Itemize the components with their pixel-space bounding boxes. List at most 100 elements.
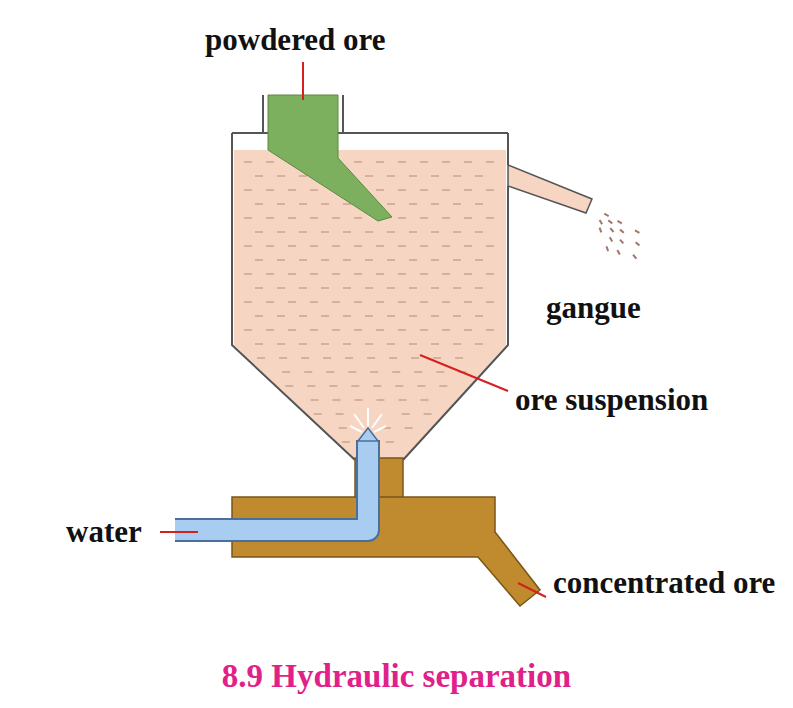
texture-dash [351, 386, 359, 387]
texture-dash [431, 176, 439, 177]
spray-drop [620, 230, 624, 233]
texture-dash [255, 316, 263, 317]
texture-dash [299, 260, 307, 261]
texture-dash [442, 218, 450, 219]
texture-dash [464, 274, 472, 275]
texture-dash [266, 330, 274, 331]
texture-dash [420, 302, 428, 303]
texture-dash [299, 288, 307, 289]
texture-dash [354, 400, 362, 401]
texture-dash [343, 344, 351, 345]
texture-dash [464, 218, 472, 219]
texture-dash [365, 316, 373, 317]
texture-dash [431, 344, 439, 345]
texture-dash [285, 386, 293, 387]
spray-drop [610, 228, 613, 232]
texture-dash [453, 176, 461, 177]
texture-dash [414, 372, 422, 373]
texture-dash [266, 246, 274, 247]
texture-dash [244, 274, 252, 275]
texture-dash [257, 358, 265, 359]
texture-dash [354, 218, 362, 219]
gangue-outlet [508, 165, 592, 213]
texture-dash [345, 358, 353, 359]
texture-dash [453, 232, 461, 233]
texture-dash [405, 428, 413, 429]
texture-dash [453, 204, 461, 205]
texture-dash [354, 330, 362, 331]
texture-dash [376, 190, 384, 191]
texture-dash [336, 414, 344, 415]
texture-dash [299, 316, 307, 317]
texture-dash [332, 218, 340, 219]
texture-dash [376, 302, 384, 303]
texture-dash [389, 358, 397, 359]
texture-dash [409, 260, 417, 261]
texture-dash [310, 246, 318, 247]
texture-dash [442, 162, 450, 163]
texture-dash [398, 218, 406, 219]
texture-dash [288, 330, 296, 331]
texture-dash [255, 232, 263, 233]
texture-dash [367, 358, 375, 359]
texture-dash [244, 162, 252, 163]
texture-dash [255, 176, 263, 177]
texture-dash [365, 176, 373, 177]
texture-dash [299, 232, 307, 233]
texture-dash [310, 218, 318, 219]
texture-dash [277, 204, 285, 205]
spray-drop [600, 228, 602, 233]
texture-dash [398, 330, 406, 331]
texture-dash [354, 246, 362, 247]
texture-dash [392, 372, 400, 373]
texture-dash [321, 316, 329, 317]
texture-dash [321, 232, 329, 233]
texture-dash [420, 274, 428, 275]
texture-dash [464, 190, 472, 191]
texture-dash [299, 176, 307, 177]
texture-dash [343, 232, 351, 233]
texture-dash [475, 232, 483, 233]
texture-dash [420, 162, 428, 163]
texture-dash [288, 218, 296, 219]
figure-caption: 8.9 Hydraulic separation [0, 656, 793, 696]
texture-dash [332, 246, 340, 247]
texture-dash [376, 274, 384, 275]
texture-dash [442, 274, 450, 275]
water-nozzle [358, 428, 378, 441]
texture-dash [486, 274, 494, 275]
texture-dash [398, 400, 406, 401]
texture-dash [288, 246, 296, 247]
water-pipe [175, 440, 368, 530]
spray-drop [617, 221, 621, 223]
texture-dash [411, 358, 419, 359]
texture-dash [420, 330, 428, 331]
spray-drop [617, 250, 620, 254]
texture-dash [475, 260, 483, 261]
texture-dash [387, 204, 395, 205]
texture-dash [442, 330, 450, 331]
texture-dash [376, 246, 384, 247]
vessel-outline [232, 133, 508, 460]
texture-dash [348, 372, 356, 373]
texture-dash [386, 442, 394, 443]
texture-dash [475, 288, 483, 289]
texture-dash [354, 274, 362, 275]
texture-dash [387, 260, 395, 261]
texture-dash [453, 288, 461, 289]
texture-dash [486, 330, 494, 331]
texture-dash [255, 260, 263, 261]
texture-dash [464, 162, 472, 163]
texture-dash [277, 232, 285, 233]
texture-dash [343, 260, 351, 261]
texture-dash [486, 246, 494, 247]
texture-dash [376, 400, 384, 401]
texture-dash [310, 190, 318, 191]
texture-dash [343, 288, 351, 289]
spray-drop [620, 240, 623, 244]
texture-dash [365, 344, 373, 345]
feed-label: powdered ore [205, 20, 386, 60]
texture-dash [343, 316, 351, 317]
spray-drop [606, 246, 608, 251]
